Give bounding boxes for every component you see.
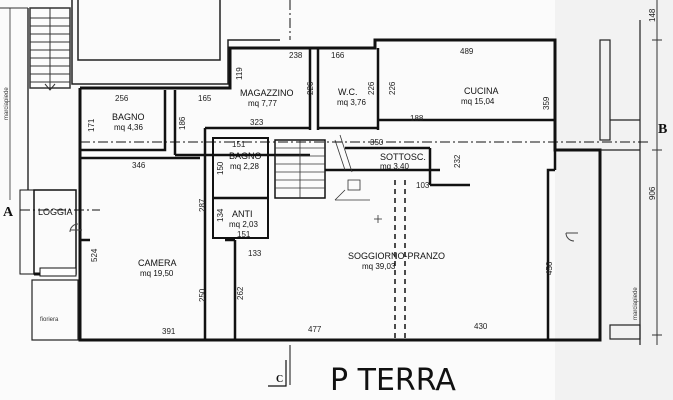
section-c-marker: [268, 360, 287, 387]
dim-171: 171: [87, 118, 96, 132]
section-b-label: B: [658, 122, 667, 137]
dim-226-b: 226: [367, 81, 376, 95]
dim-430: 430: [474, 322, 488, 331]
room-soggiorno-area: mq 39,03: [362, 262, 396, 271]
door-swings: [69, 223, 578, 242]
room-sottosc-name: SOTTOSC.: [380, 152, 426, 162]
room-bagno1-name: BAGNO: [112, 112, 145, 122]
dim-150: 150: [216, 161, 225, 175]
room-sottosc-area: mq 3,40: [380, 162, 409, 171]
dim-250: 250: [198, 288, 207, 302]
marciapiede-right-label: marciapiede: [633, 287, 639, 320]
room-bagno2-name: BAGNO: [229, 151, 262, 161]
internal-stair: [275, 134, 370, 201]
room-wc-area: mq 3,76: [337, 98, 366, 107]
dim-359: 359: [542, 96, 551, 110]
room-bagno2-area: mq 2,28: [230, 162, 259, 171]
loggia-area: [19, 189, 77, 277]
marciapiede-left-label: marciapiede: [4, 87, 10, 120]
dim-166: 166: [331, 51, 345, 60]
dim-165: 165: [198, 94, 212, 103]
fioriera-box: [31, 279, 79, 341]
dim-188: 188: [410, 114, 424, 123]
dim-148: 148: [648, 8, 657, 22]
right-dimension-line: [652, 0, 662, 345]
dim-226-a: 226: [306, 81, 315, 95]
room-camera-area: mq 19,50: [140, 269, 174, 278]
left-sidewalk: [0, 7, 29, 200]
dim-133: 133: [248, 249, 262, 258]
section-c-label: C: [276, 374, 283, 385]
dim-134: 134: [216, 208, 225, 222]
dim-103: 103: [416, 181, 430, 190]
floor-title: P TERRA: [330, 363, 456, 398]
dim-323: 323: [250, 118, 264, 127]
room-cucina-area: mq 15,04: [461, 97, 495, 106]
upper-courtyard: [71, 0, 280, 85]
room-magazzino-name: MAGAZZINO: [240, 88, 294, 98]
right-sidewalk: [599, 20, 641, 345]
room-camera-name: CAMERA: [138, 258, 177, 268]
room-anti-name: ANTI: [232, 209, 253, 219]
dim-151-b: 151: [237, 230, 251, 239]
dim-226-c: 226: [388, 81, 397, 95]
dim-456: 456: [545, 261, 554, 275]
room-magazzino-area: mq 7,77: [248, 99, 277, 108]
dim-256: 256: [115, 94, 129, 103]
dim-524: 524: [90, 248, 99, 262]
dim-477: 477: [308, 325, 322, 334]
interior-walls: [80, 40, 557, 340]
dim-350: 350: [370, 138, 384, 147]
dim-119: 119: [235, 67, 244, 80]
dim-391: 391: [162, 327, 176, 336]
dim-489: 489: [460, 47, 474, 56]
dim-186: 186: [178, 116, 187, 130]
room-bagno1-area: mq 4,36: [114, 123, 143, 132]
section-a-label: A: [3, 205, 14, 220]
dim-906: 906: [648, 186, 657, 200]
section-lines: [20, 0, 648, 211]
dim-238: 238: [289, 51, 303, 60]
room-wc-name: W.C.: [338, 87, 358, 97]
dim-287: 287: [198, 198, 207, 212]
dim-262: 262: [236, 286, 245, 300]
fioriera-label: fioriera: [40, 317, 59, 323]
external-stair: [29, 7, 71, 91]
dim-151-a: 151: [232, 140, 246, 149]
dim-232: 232: [453, 154, 462, 168]
room-cucina-name: CUCINA: [464, 86, 499, 96]
room-anti-area: mq 2,03: [229, 220, 258, 229]
room-soggiorno-name: SOGGIORNO-PRANZO: [348, 251, 445, 261]
room-loggia-name: LOGGIA: [38, 207, 73, 217]
dim-346: 346: [132, 161, 146, 170]
center-mark: [374, 215, 382, 223]
